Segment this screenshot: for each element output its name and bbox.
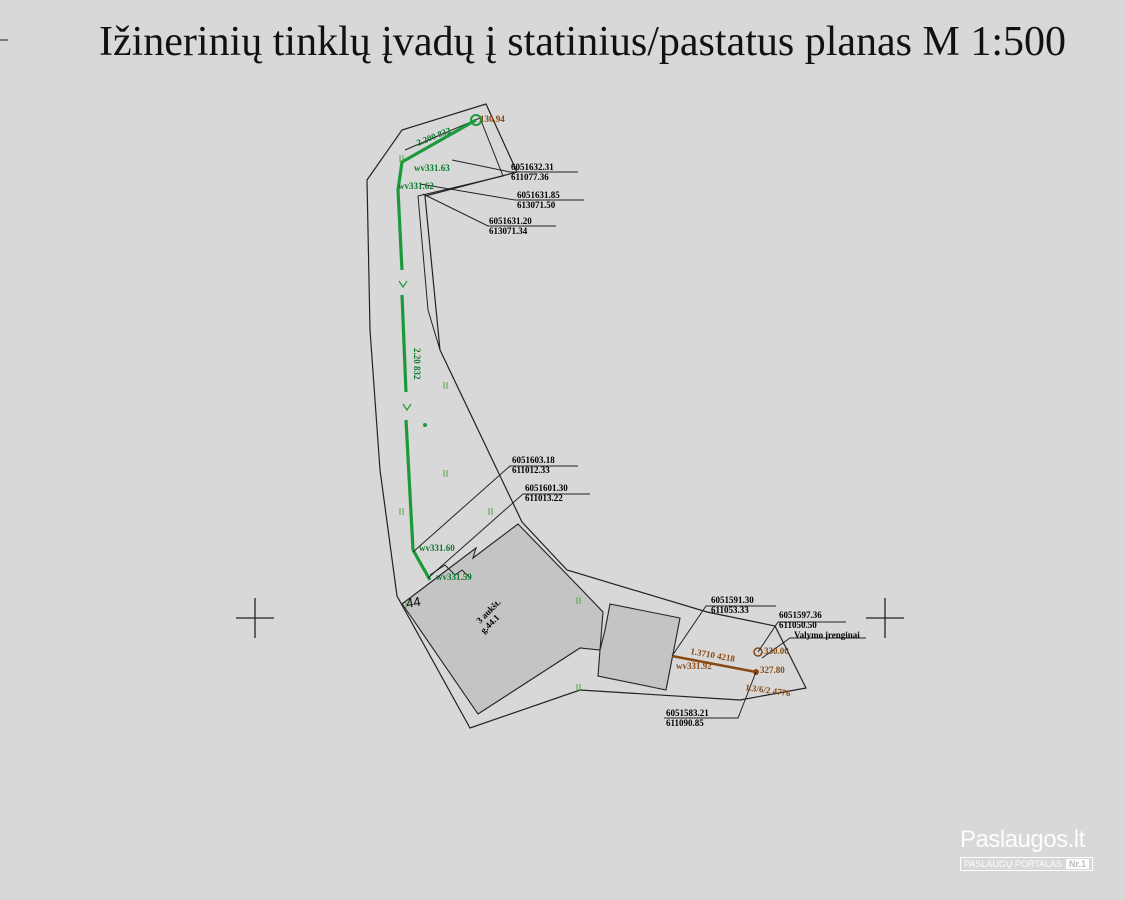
water-line [396,118,477,581]
registration-cross-left [236,598,274,638]
sewer-node-icon [753,647,763,657]
flow-arrow-icon [402,403,412,412]
coord-6a: 6051591.30 [711,595,754,605]
coord-2b: 613071.50 [517,200,556,210]
label-wv2: wv331.62 [398,181,434,191]
label-sewer-3: 330.00 [764,646,789,656]
parcel-boundary [366,103,807,729]
coord-6b: 611053.33 [711,605,749,615]
note-treatment: Valymo įrenginai [794,630,860,640]
coord-5a: 6051601.30 [525,483,568,493]
label-wv4: wv331.59 [436,572,472,582]
building-main [401,523,604,715]
label-sewer-5: 1.3/6/2 4776 [745,682,792,698]
coord-3b: 613071.34 [489,226,528,236]
coord-7a: 6051597.36 [779,610,822,620]
building-step [429,564,471,579]
coord-8b: 611090.85 [666,718,704,728]
building-number: 44 [405,594,422,611]
coord-2a: 6051631.85 [517,190,560,200]
label-sewer-4: 327.80 [760,665,785,675]
coord-4a: 6051603.18 [512,455,555,465]
label-top-node: 130.94 [480,114,505,124]
logo-sub-text: PASLAUGŲ PORTALAS [964,859,1063,869]
leader-lines [412,159,866,719]
coord-1b: 611077.36 [511,172,549,182]
water-point [423,423,427,427]
coord-8a: 6051583.21 [666,708,709,718]
building-annex [597,603,681,691]
logo-nr-badge: Nr.1 [1066,859,1090,869]
label-sewer-2: wv331.92 [676,661,712,671]
coord-4b: 611012.33 [512,465,550,475]
label-wv1: wv331.63 [414,163,450,173]
coord-5b: 611013.22 [525,493,563,503]
grass-marks [399,155,581,691]
sewer-line [671,654,757,674]
label-wv3: wv331.60 [419,543,455,553]
water-node-icon [470,114,482,126]
logo-main-text: Paslaugos.lt [960,826,1085,853]
coord-3a: 6051631.20 [489,216,532,226]
plan-title: Ižinerinių tinklų įvadų į statinius/past… [98,19,1067,65]
flow-arrow-icon [398,280,408,289]
coord-7b: 611050.50 [779,620,817,630]
coord-1a: 6051632.31 [511,162,554,172]
label-pipe-long: 2.20 832 [412,348,422,380]
registration-cross-right [866,598,904,638]
